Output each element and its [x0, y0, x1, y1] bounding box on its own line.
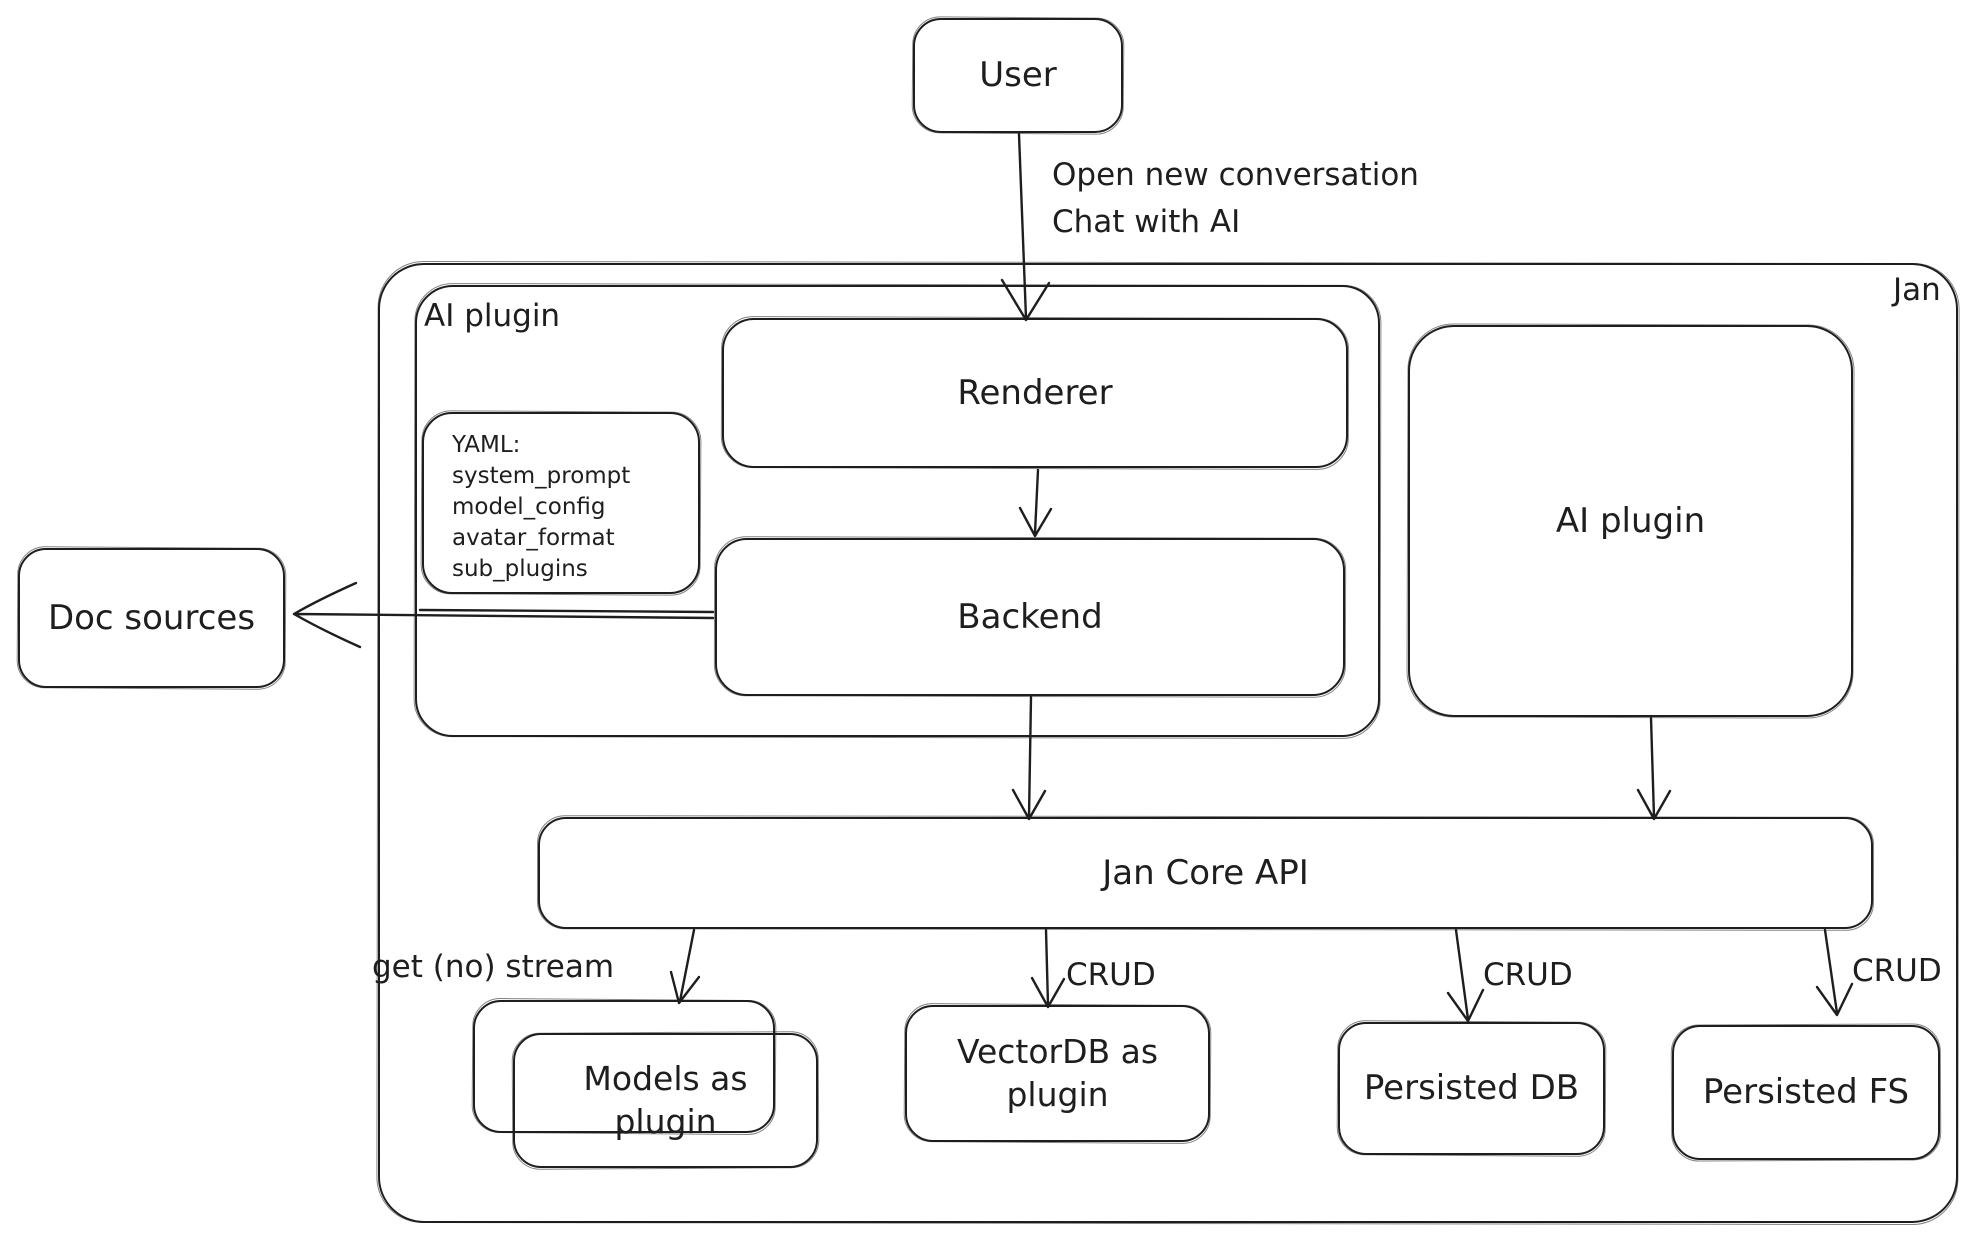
models-line-2: plugin: [614, 1101, 717, 1141]
edge-label-crud-persisted-db: CRUD: [1483, 957, 1573, 993]
node-doc-sources-label: Doc sources: [47, 597, 256, 638]
node-backend: Backend: [715, 538, 1345, 696]
node-user: User: [913, 18, 1123, 133]
node-persisted-db-label: Persisted DB: [1363, 1068, 1580, 1109]
user-flow-line-1: Open new conversation: [1052, 157, 1419, 193]
node-ai-plugin-right: AI plugin: [1408, 325, 1853, 717]
node-persisted-fs: Persisted FS: [1672, 1025, 1940, 1160]
models-line-1: Models as: [583, 1058, 748, 1098]
node-models-as-plugin-label: Models as plugin: [583, 1058, 747, 1144]
edge-label-user-flow: Open new conversation Chat with AI: [1052, 152, 1419, 245]
node-persisted-db: Persisted DB: [1338, 1022, 1605, 1155]
yaml-line: avatar_format: [452, 525, 615, 551]
yaml-line: sub_plugins: [452, 556, 588, 582]
node-ai-plugin-right-label: AI plugin: [1555, 500, 1706, 541]
node-jan-core-api-label: Jan Core API: [1102, 852, 1309, 893]
user-flow-line-2: Chat with AI: [1052, 203, 1241, 240]
yaml-line: model_config: [452, 494, 606, 520]
edge-label-get-stream: get (no) stream: [372, 949, 615, 985]
node-jan-core-api: Jan Core API: [538, 817, 1873, 929]
node-persisted-fs-label: Persisted FS: [1702, 1072, 1910, 1113]
ai-plugin-container-label: AI plugin: [424, 298, 561, 334]
yaml-line: YAML:: [452, 432, 521, 458]
node-renderer-label: Renderer: [957, 372, 1113, 413]
yaml-note-text: YAML: system_prompt model_config avatar_…: [452, 430, 630, 585]
node-vectordb-label: VectorDB as plugin: [957, 1031, 1158, 1117]
node-user-label: User: [979, 55, 1057, 96]
vectordb-line-1: VectorDB as: [956, 1031, 1159, 1071]
node-vectordb: VectorDB as plugin: [905, 1005, 1210, 1142]
node-renderer: Renderer: [722, 318, 1348, 468]
jan-container-label: Jan: [1893, 272, 1941, 308]
node-doc-sources: Doc sources: [18, 548, 285, 688]
edge-label-crud-vectordb: CRUD: [1066, 957, 1156, 993]
edge-label-crud-persisted-fs: CRUD: [1852, 953, 1942, 989]
node-yaml-note: YAML: system_prompt model_config avatar_…: [422, 412, 700, 594]
ai-plugin-container: [415, 285, 1380, 737]
node-backend-label: Backend: [957, 596, 1103, 637]
vectordb-line-2: plugin: [1006, 1074, 1109, 1114]
jan-container: [378, 263, 1958, 1223]
node-models-as-plugin: Models as plugin: [513, 1033, 818, 1168]
yaml-line: system_prompt: [452, 463, 631, 489]
